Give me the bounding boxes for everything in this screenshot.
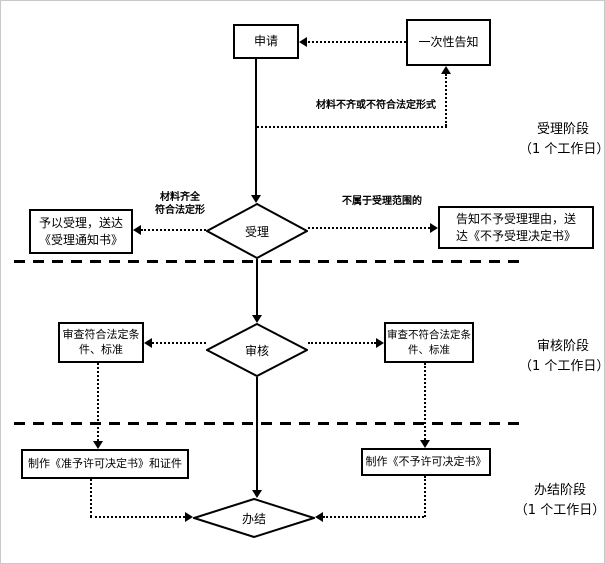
arrowhead-left-icon (299, 37, 307, 47)
node-review-pass-line1: 审查符合法定条 (62, 327, 140, 341)
edge-label-materials-incomplete: 材料不齐或不符合法定形式 (316, 100, 436, 111)
node-apply-label: 申请 (253, 34, 278, 49)
stage-separator-1 (14, 260, 519, 263)
stage-accept-name: 受理阶段 (536, 122, 589, 137)
node-accept-label: 受理 (244, 224, 269, 239)
arrowhead-down-icon (252, 315, 262, 323)
node-accept-result-line2: 《受理通知书》 (38, 232, 123, 247)
connector-review-to-fail (308, 342, 376, 344)
arrowhead-down-icon (252, 490, 262, 498)
edge-label-not-in-scope: 不属于受理范围的 (342, 196, 422, 207)
edge-label-materials-complete-line1: 材料齐全 (160, 192, 200, 203)
stage-label-finish: 办结阶段 （1 个工作日） (514, 481, 605, 520)
diamond-shape (206, 323, 308, 377)
connector-review-to-finish (256, 377, 258, 490)
node-one-time-notice: 一次性告知 (406, 19, 491, 66)
stage-review-duration: （1 个工作日） (519, 358, 605, 374)
node-reject-result: 告知不予受理理由，送 达《不予受理决定书》 (438, 206, 594, 249)
node-accept-result: 予以受理，送达 《受理通知书》 (29, 209, 133, 254)
node-review-fail-line1: 审查不符合法定条 (387, 329, 471, 342)
connector-accept-to-review (256, 259, 258, 317)
node-one-time-notice-label: 一次性告知 (418, 35, 479, 50)
stage-accept-duration: （1 个工作日） (519, 141, 605, 157)
connector-notice-to-apply (305, 41, 406, 43)
arrowhead-right-icon (376, 338, 384, 348)
arrowhead-down-icon (93, 441, 103, 449)
arrowhead-down-icon (420, 440, 430, 448)
diamond-shape (193, 498, 315, 538)
node-review-fail-line2: 件、标准 (408, 343, 450, 356)
connector-branch-horizontal (257, 126, 447, 128)
node-review-decision: 审核 (206, 323, 308, 377)
arrowhead-down-icon (251, 195, 261, 203)
arrowhead-left-icon (315, 512, 323, 522)
node-finish: 办结 (193, 498, 315, 538)
node-accept-result-line1: 予以受理，送达 (38, 216, 123, 231)
node-reject-result-line2: 达《不予受理决定书》 (455, 228, 576, 243)
connector-fail-to-denial (424, 363, 426, 440)
node-make-license: 制作《准予许可决定书》和证件 (21, 449, 189, 479)
node-make-denial: 制作《不予许可决定书》 (361, 448, 491, 476)
node-reject-result-line1: 告知不予受理理由，送 (455, 212, 576, 227)
stage-separator-2 (14, 422, 519, 425)
edge-label-materials-complete-line2: 符合法定形 (155, 205, 205, 216)
connector-accept-to-rejected (308, 227, 430, 229)
arrowhead-up-icon (441, 66, 451, 74)
node-review-label: 审核 (244, 343, 269, 358)
node-apply: 申请 (233, 24, 299, 59)
connector-branch-vertical (445, 74, 447, 126)
stage-label-review: 审核阶段 （1 个工作日） (519, 337, 605, 376)
connector-pass-to-license (97, 363, 99, 441)
diamond-shape (206, 203, 308, 259)
stage-finish-duration: （1 个工作日） (514, 502, 605, 518)
node-finish-label: 办结 (241, 511, 266, 526)
arrowhead-right-icon (430, 223, 438, 233)
node-make-license-label: 制作《准予许可决定书》和证件 (28, 456, 182, 470)
connector-license-to-finish (90, 516, 185, 518)
stage-review-name: 审核阶段 (536, 339, 589, 354)
arrowhead-right-icon (185, 512, 193, 522)
node-accept-decision: 受理 (206, 203, 308, 259)
arrowhead-left-icon (133, 225, 141, 235)
connector-apply-to-accept (255, 59, 257, 197)
node-review-pass-line2: 件、标准 (79, 342, 123, 356)
stage-label-accept: 受理阶段 （1 个工作日） (519, 120, 605, 159)
connector-denial-to-finish (323, 516, 424, 518)
node-make-denial-label: 制作《不予许可决定书》 (365, 454, 487, 468)
node-review-pass: 审查符合法定条 件、标准 (58, 322, 144, 363)
connector-license-down (90, 479, 92, 517)
connector-denial-down (424, 476, 426, 517)
arrowhead-left-icon (144, 338, 152, 348)
connector-review-to-pass (152, 342, 206, 344)
node-review-fail: 审查不符合法定条 件、标准 (384, 322, 474, 363)
connector-accept-to-accepted (141, 229, 206, 231)
edge-label-materials-complete: 材料齐全 符合法定形 (139, 191, 221, 217)
stage-finish-name: 办结阶段 (533, 483, 586, 498)
